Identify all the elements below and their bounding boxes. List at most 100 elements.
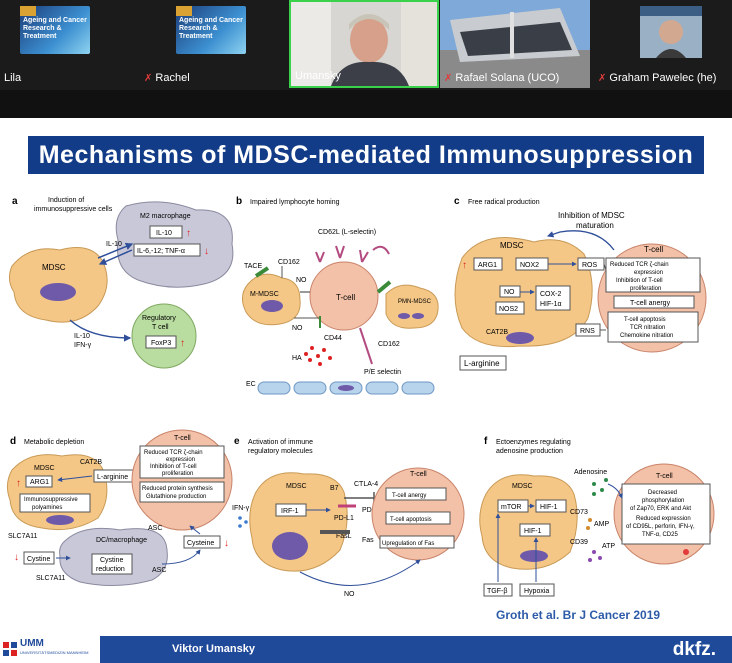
svg-text:IL-10: IL-10: [156, 230, 172, 237]
svg-text:FasL: FasL: [336, 533, 352, 540]
cell-label: DC/macrophage: [96, 537, 147, 544]
slide-title-bar: Mechanisms of MDSC-mediated Immunosuppre…: [28, 136, 704, 174]
pmn-mdsc-cell: [385, 284, 439, 329]
svg-text:HIF-1α: HIF-1α: [540, 301, 562, 308]
participant-tile-lila[interactable]: Ageing and Cancer Research & Treatment L…: [0, 0, 138, 88]
svg-text:PD-1: PD-1: [362, 507, 378, 514]
svg-text:NO: NO: [292, 325, 303, 332]
svg-text:↑: ↑: [180, 338, 185, 349]
svg-text:polyamines: polyamines: [32, 505, 62, 511]
panel-heading: Induction of: [48, 197, 84, 204]
shared-slide: Mechanisms of MDSC-mediated Immunosuppre…: [0, 118, 732, 663]
participant-tile-umansky-active[interactable]: Umansky: [289, 0, 439, 88]
svg-text:TCR nitration: TCR nitration: [630, 325, 665, 331]
participant-tile-graham[interactable]: ✗Graham Pawelec (he): [594, 0, 732, 88]
panel-c: c Free radical production Inhibition of …: [454, 196, 707, 371]
cell-label: T-cell: [656, 473, 673, 480]
svg-text:CD44: CD44: [324, 335, 342, 342]
svg-text:ROS: ROS: [582, 262, 598, 269]
effect-box: [613, 295, 695, 309]
svg-text:RNS: RNS: [580, 328, 595, 335]
panel-heading: Ectoenzymes regulating: [496, 439, 571, 446]
svg-text:ARG1: ARG1: [30, 479, 49, 486]
panel-letter: a: [12, 196, 18, 207]
participant-name: Lila: [4, 72, 22, 84]
svg-text:Reduced TCR ζ-chain: Reduced TCR ζ-chain: [610, 262, 669, 268]
umm-logo-icon: [3, 642, 17, 656]
cell-label: MDSC: [500, 241, 524, 250]
cell-label: T cell: [152, 324, 169, 331]
marker-box: [25, 475, 53, 488]
panel-letter: b: [236, 196, 242, 207]
svg-text:Inhibition of T-cell: Inhibition of T-cell: [616, 278, 663, 284]
svg-text:NO: NO: [504, 289, 515, 296]
panel-heading: Metabolic depletion: [24, 439, 84, 446]
cell-label: T-cell: [410, 471, 427, 478]
svg-text:↑: ↑: [186, 228, 191, 239]
svg-text:IFN-γ: IFN-γ: [232, 505, 250, 512]
l-selectin-receptors: [315, 245, 369, 263]
svg-text:Upregulation of Fas: Upregulation of Fas: [382, 541, 434, 547]
svg-text:Decreased: Decreased: [648, 490, 677, 496]
svg-text:↓: ↓: [14, 552, 19, 563]
nucleus: [40, 283, 76, 301]
svg-text:B7: B7: [330, 485, 339, 492]
svg-text:Glutathione production: Glutathione production: [146, 494, 206, 500]
participant-video: [640, 6, 702, 58]
marker-box: [133, 243, 201, 257]
cell-label: MDSC: [34, 465, 55, 472]
svg-text:L-arginine: L-arginine: [464, 359, 500, 368]
svg-text:PD-L1: PD-L1: [334, 515, 354, 522]
nucleus: [261, 300, 283, 312]
svg-text:CD73: CD73: [570, 509, 588, 516]
svg-text:Reduced TCR ζ-chain: Reduced TCR ζ-chain: [144, 450, 203, 456]
arrow: [97, 242, 134, 259]
effect-box: [621, 483, 711, 545]
panel-heading: adenosine production: [496, 448, 563, 455]
cell-label: PMN-MDSC: [398, 299, 432, 305]
svg-text:ARG1: ARG1: [478, 262, 497, 269]
video-gallery: Ageing and Cancer Research & Treatment L…: [0, 0, 732, 90]
svg-text:Cystine: Cystine: [27, 556, 50, 563]
mdsc-cell: [479, 474, 578, 570]
m-mdsc-cell: [242, 273, 301, 326]
citation: Groth et al. Br J Cancer 2019: [496, 608, 661, 622]
participant-name: Graham Pawelec (he): [609, 72, 717, 84]
svg-text:P/E selectin: P/E selectin: [364, 369, 401, 376]
svg-text:Adenosine: Adenosine: [574, 469, 607, 476]
svg-text:SLC7A11: SLC7A11: [8, 533, 38, 540]
participant-tile-rachel[interactable]: Ageing and Cancer Research & Treatment ✗…: [140, 0, 288, 88]
panel-letter: f: [484, 436, 488, 447]
mic-muted-icon: ✗: [444, 73, 453, 84]
svg-text:ATP: ATP: [602, 543, 615, 550]
svg-text:NOS2: NOS2: [499, 306, 518, 313]
tgfb-box: [483, 583, 513, 597]
mic-muted-icon: ✗: [144, 73, 153, 84]
ha-molecules: [304, 346, 332, 366]
mic-muted-icon: ✗: [598, 73, 607, 84]
panel-letter: e: [234, 436, 240, 447]
svg-text:TGF-β: TGF-β: [487, 588, 507, 595]
svg-text:AMP: AMP: [594, 521, 610, 528]
arrow: [98, 249, 133, 265]
effect-box: [607, 311, 699, 343]
effect-box: [139, 481, 225, 503]
panel-b: b Impaired lymphocyte homing CD62L (L-se…: [236, 196, 439, 395]
svg-text:NO: NO: [344, 591, 355, 598]
cell-label: T-cell: [174, 435, 191, 442]
t-cell: [131, 429, 233, 531]
svg-text:IRF-1: IRF-1: [281, 508, 299, 515]
presenter-name: Viktor Umansky: [172, 643, 255, 655]
svg-text:NO: NO: [296, 277, 307, 284]
svg-text:L-arginine: L-arginine: [97, 474, 128, 481]
cystine-box: [23, 551, 55, 565]
slide-title: Mechanisms of MDSC-mediated Immunosuppre…: [38, 141, 694, 169]
participant-tile-rafael[interactable]: ✗Rafael Solana (UCO): [440, 0, 590, 88]
participant-video: [440, 0, 590, 88]
svg-text:mTOR: mTOR: [501, 504, 521, 511]
svg-text:Cysteine: Cysteine: [187, 540, 214, 547]
marker-box: [495, 301, 525, 315]
speaker-video: [291, 2, 437, 86]
hypoxia-box: [519, 583, 555, 597]
svg-text:CAT2B: CAT2B: [80, 459, 102, 466]
